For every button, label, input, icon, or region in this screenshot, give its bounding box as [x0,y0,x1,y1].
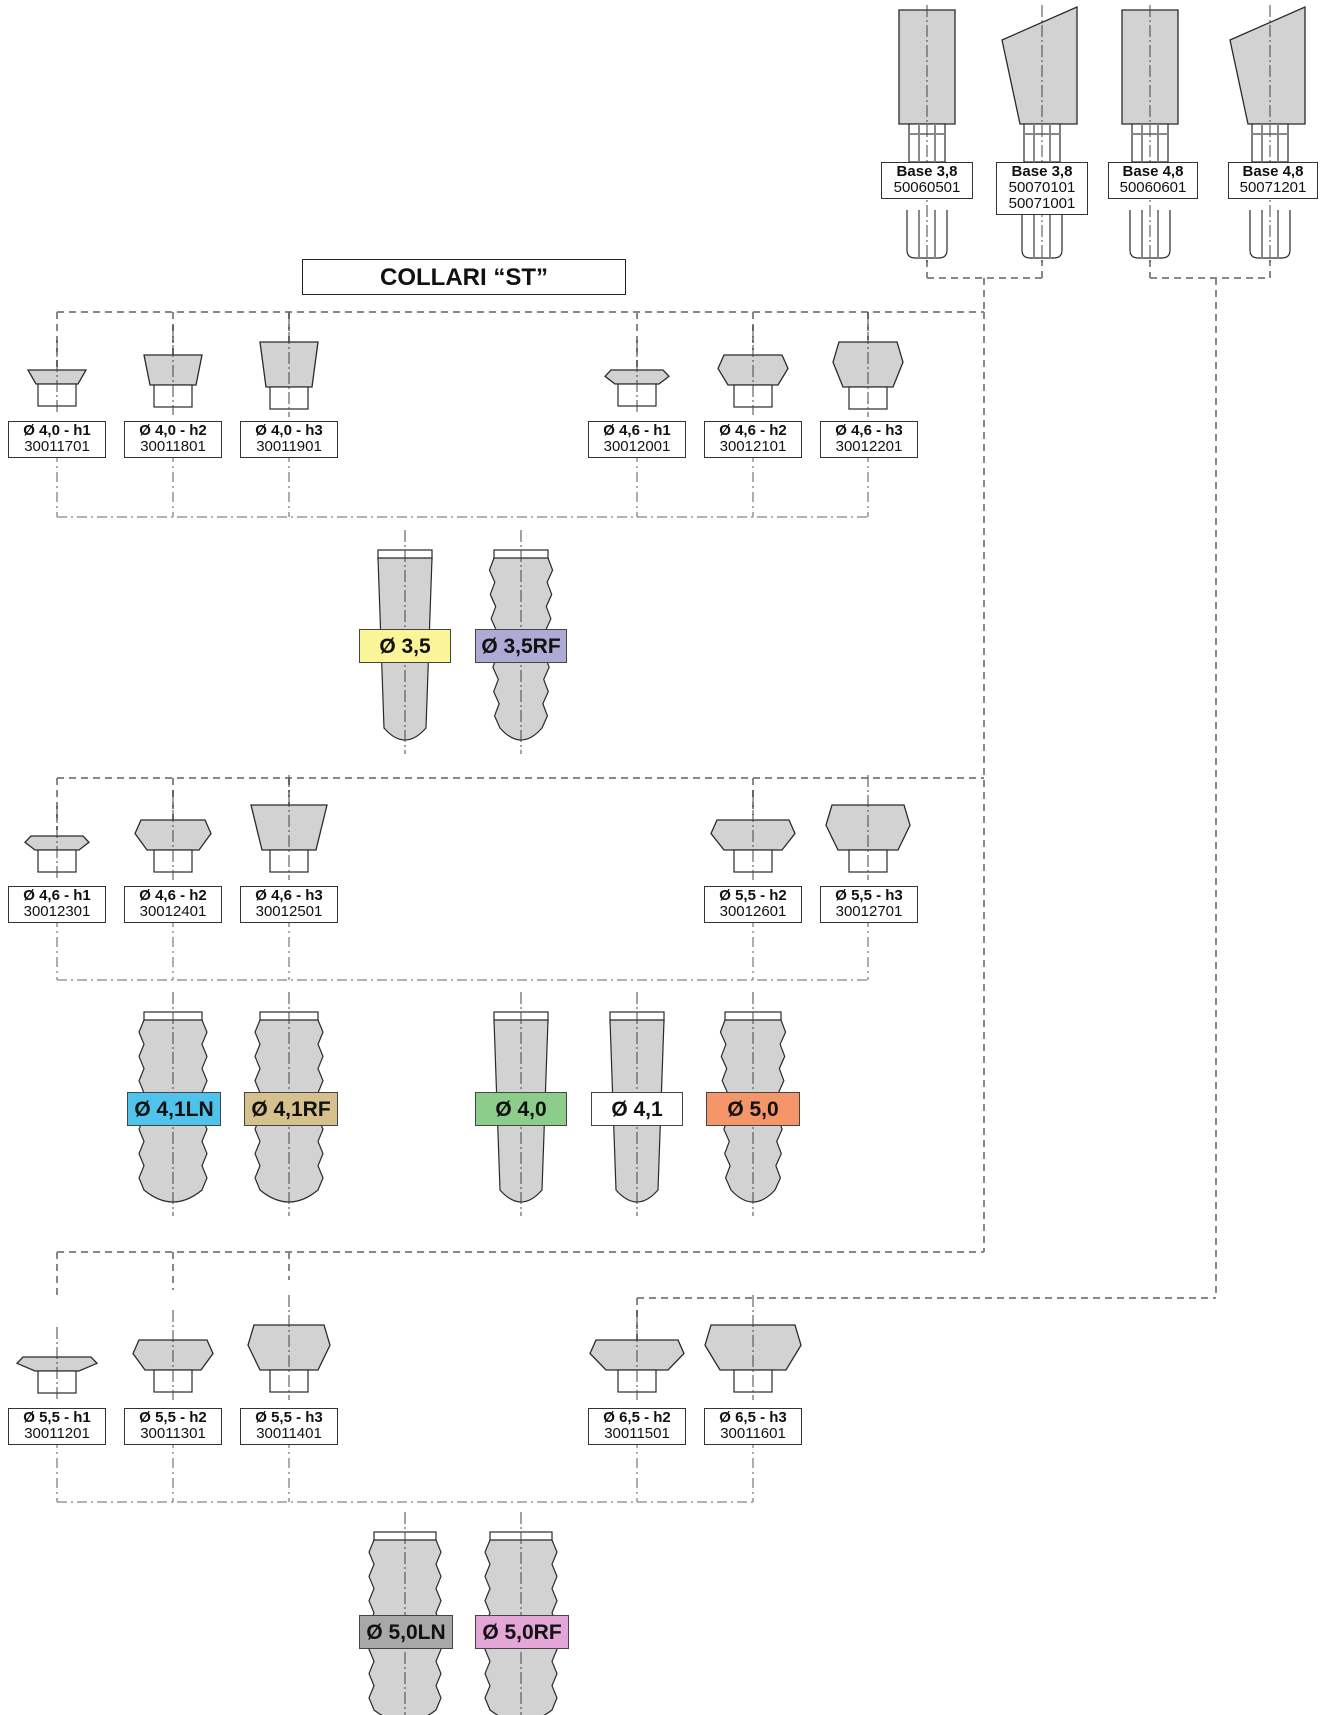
label-code: 30012201 [835,438,903,455]
label-title: Ø 5,5 - h2 [139,1409,207,1426]
label-title: Ø 5,5 - h1 [23,1409,91,1426]
collar-body [247,1324,331,1371]
label-title: Ø 5,5 - h3 [835,887,903,904]
label-title: Ø 4,6 - h2 [719,422,787,439]
implant-diameter-tag: Ø 5,0RF [475,1615,569,1649]
label-title: Ø 6,5 - h3 [719,1409,787,1426]
label-code: 30011601 [720,1425,786,1442]
collar-body [704,1324,802,1371]
label-title: Ø 4,0 - h1 [23,422,91,439]
collar-body [259,341,319,388]
label-title: Base 4,8 [1242,163,1304,180]
label-code: 50060601 [1119,179,1187,196]
label-code: 30012501 [255,903,323,920]
implant-diameter-tag: Ø 4,1 [591,1092,683,1126]
label-title: Ø 5,5 - h3 [255,1409,323,1426]
label-code: 30012601 [719,903,787,920]
base-body [1229,6,1306,125]
label-title: Ø 4,0 - h3 [255,422,323,439]
label-title: Ø 4,6 - h1 [603,422,671,439]
label-code: 50071001 [1008,195,1076,212]
implant-diameter-tag: Ø 5,0 [706,1092,800,1126]
label-title: Base 4,8 [1122,163,1184,180]
collar-body [832,341,904,388]
label-code: 50070101 [1008,179,1076,196]
label-code: 30011401 [256,1425,322,1442]
label-title: Ø 5,5 - h2 [719,887,787,904]
label-code: 50071201 [1239,179,1307,196]
base-body [1001,6,1078,125]
label-code: 30011901 [256,438,322,455]
label-code: 30011701 [24,438,90,455]
label-title: Ø 6,5 - h2 [603,1409,671,1426]
page-title: COLLARI “ST” [302,259,626,295]
label-title: Ø 4,6 - h3 [255,887,323,904]
collar-body [250,804,328,851]
implant-diameter-tag: Ø 4,1LN [127,1092,221,1126]
label-code: 30011201 [24,1425,90,1442]
label-title: Ø 4,6 - h1 [23,887,91,904]
label-code: 30011801 [140,438,206,455]
label-code: 30012001 [603,438,671,455]
collar-body [825,804,911,851]
label-code: 30012301 [23,903,91,920]
label-title: Base 3,8 [1011,163,1073,180]
implant-diameter-tag: Ø 4,1RF [244,1092,338,1126]
label-code: 30011301 [140,1425,206,1442]
implant-diameter-tag: Ø 5,0LN [359,1615,453,1649]
label-code: 30012401 [139,903,207,920]
implant-diameter-tag: Ø 3,5 [359,629,451,663]
label-code: 30012701 [835,903,903,920]
label-code: 30012101 [719,438,787,455]
label-code: 30011501 [604,1425,670,1442]
implant-diameter-tag: Ø 4,0 [475,1092,567,1126]
label-title: Ø 4,0 - h2 [139,422,207,439]
label-title: Base 3,8 [896,163,958,180]
label-title: Ø 4,6 - h3 [835,422,903,439]
implant-diameter-tag: Ø 3,5RF [475,629,567,663]
label-code: 50060501 [893,179,961,196]
label-title: Ø 4,6 - h2 [139,887,207,904]
